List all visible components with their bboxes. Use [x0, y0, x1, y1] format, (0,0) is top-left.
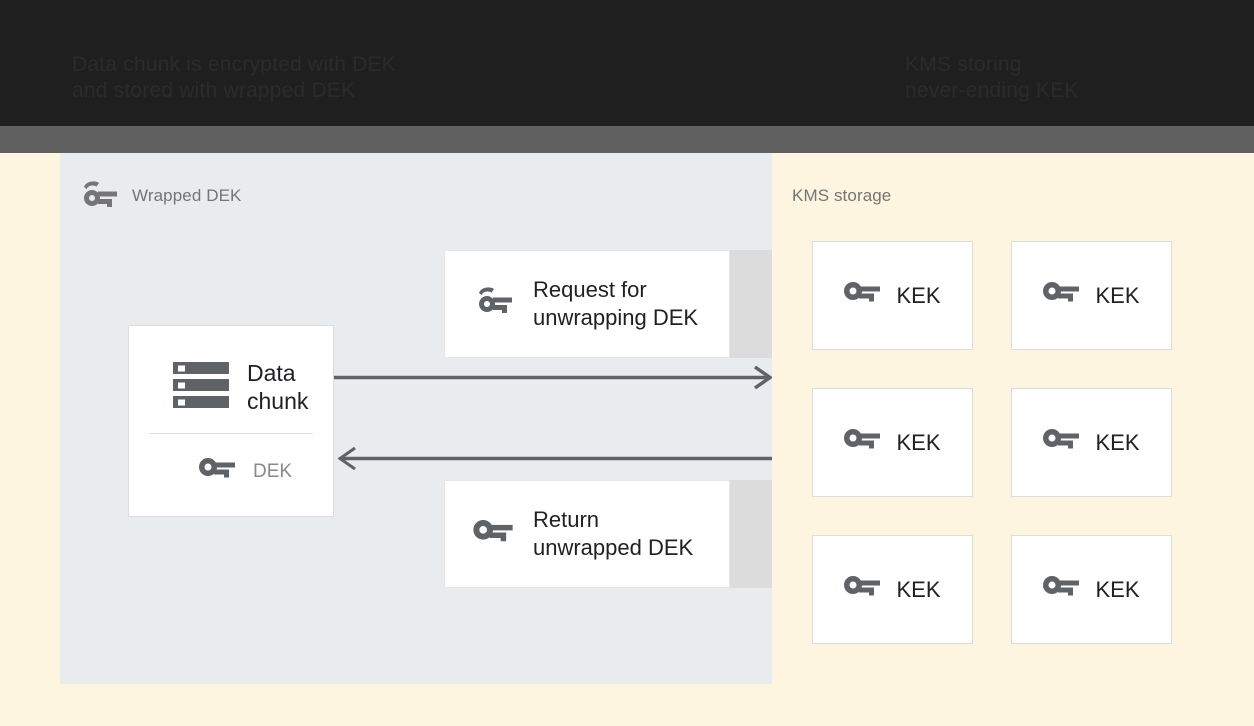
kek-card[interactable]: KEK	[1011, 388, 1172, 497]
key-icon	[844, 429, 881, 456]
kek-card[interactable]: KEK	[812, 535, 973, 644]
data-chunk-top: Data chunk	[145, 353, 317, 433]
panel-title-wrapped-dek: Wrapped DEK	[132, 186, 242, 205]
dek-label: DEK	[253, 460, 293, 482]
key-icon	[1043, 282, 1080, 309]
kek-label: KEK	[896, 576, 941, 602]
key-icon	[199, 458, 235, 485]
wrapped-key-icon	[78, 180, 118, 217]
key-icon	[473, 519, 513, 549]
storage-chunk-icon	[173, 360, 229, 415]
data-chunk-card[interactable]: Data chunk DEK	[128, 325, 334, 517]
top-dark-bar	[0, 0, 1254, 126]
kek-grid: KEK KEK KEK	[812, 241, 1172, 645]
kek-card[interactable]: KEK	[812, 241, 973, 350]
return-card-label: Return unwrapped DEK	[533, 507, 694, 560]
kek-label: KEK	[1095, 282, 1140, 308]
key-icon	[844, 282, 881, 309]
kek-label: KEK	[896, 429, 941, 455]
request-card-label: Request for unwrapping DEK	[533, 277, 699, 330]
kek-label: KEK	[1095, 429, 1140, 455]
key-icon	[844, 576, 881, 603]
kek-card[interactable]: KEK	[812, 388, 973, 497]
wrapped-key-icon	[473, 286, 513, 323]
caption-right: KMS storing never-ending KEK	[905, 53, 1079, 102]
data-chunk-bottom: DEK	[145, 434, 317, 489]
kek-label: KEK	[896, 282, 941, 308]
kek-label: KEK	[1095, 576, 1140, 602]
panel-title-kms-storage: KMS storage	[792, 186, 892, 205]
data-chunk-label: Data chunk	[247, 360, 309, 414]
kek-card[interactable]: KEK	[1011, 535, 1172, 644]
request-card[interactable]: Request for unwrapping DEK	[444, 250, 730, 358]
key-icon	[1043, 429, 1080, 456]
caption-left: Data chunk is encrypted with DEK and sto…	[72, 53, 396, 102]
kek-card[interactable]: KEK	[1011, 241, 1172, 350]
top-gray-bar	[0, 126, 1254, 153]
return-card[interactable]: Return unwrapped DEK	[444, 480, 730, 588]
key-icon	[1043, 576, 1080, 603]
data-chunk-divider	[149, 433, 313, 434]
